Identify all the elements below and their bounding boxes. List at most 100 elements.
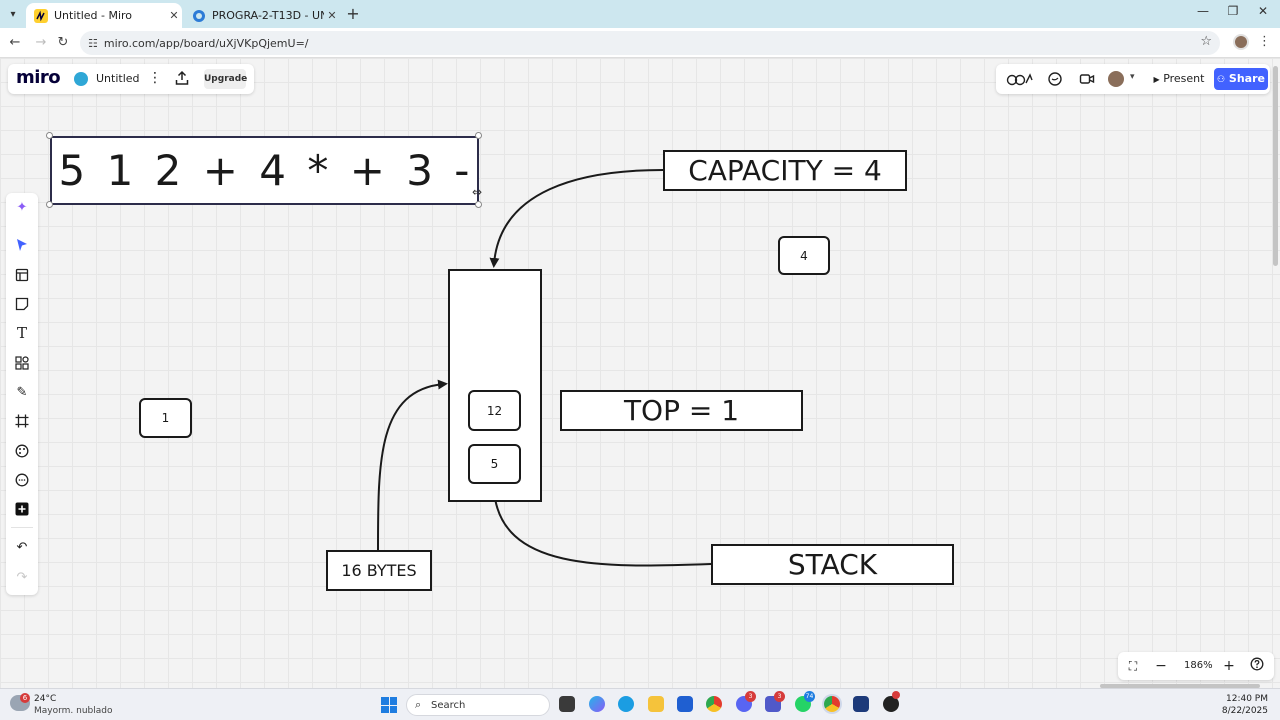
close-tab-icon[interactable]: ✕: [169, 9, 179, 22]
share-label: Share: [1228, 72, 1265, 85]
tab-title: PROGRA-2-T13D - UNIDAD 1: S: [212, 9, 324, 22]
zoom-controls: ⛶ − 186% +: [1118, 652, 1274, 680]
share-button[interactable]: ⚇ Share: [1214, 68, 1268, 90]
value-card-1[interactable]: 1: [139, 398, 192, 438]
zoom-level[interactable]: 186%: [1184, 660, 1213, 671]
top-text: TOP = 1: [623, 394, 740, 427]
text-tool-icon[interactable]: T: [16, 324, 27, 342]
browser-tab-bar: ▾ Untitled - Miro ✕ PROGRA-2-T13D - UNID…: [0, 0, 1280, 28]
miro-logo[interactable]: miro: [16, 67, 61, 88]
stack-label-shape[interactable]: STACK: [711, 544, 954, 585]
chat-bubble-icon[interactable]: [1046, 70, 1064, 88]
weather-temperature[interactable]: 24°C: [34, 694, 57, 704]
tab-progra[interactable]: PROGRA-2-T13D - UNIDAD 1: S ✕: [184, 3, 340, 28]
task-view-icon[interactable]: [559, 696, 575, 712]
app-notification-dot: [892, 691, 900, 699]
file-explorer-icon[interactable]: [648, 696, 664, 712]
search-icon: ⌕: [415, 698, 422, 711]
capacity-text: CAPACITY = 4: [688, 154, 882, 187]
forward-arrow-icon[interactable]: →: [35, 35, 47, 50]
upgrade-button[interactable]: Upgrade: [204, 69, 247, 89]
chevron-down-icon[interactable]: ▾: [1130, 72, 1135, 82]
tab-title: Untitled - Miro: [54, 9, 133, 22]
chrome-active-icon[interactable]: [824, 696, 840, 712]
bookmark-star-icon[interactable]: ☆: [1200, 34, 1212, 49]
windows-start-icon[interactable]: [381, 697, 397, 713]
more-apps-plus-icon[interactable]: [12, 499, 32, 519]
browser-menu-icon[interactable]: ⋮: [1258, 34, 1271, 49]
taskbar-search-box[interactable]: ⌕ Search: [406, 694, 550, 716]
address-bar[interactable]: ☷ miro.com/app/board/uXjVKpQjemU=/ ☆: [80, 31, 1220, 55]
export-upload-icon[interactable]: [174, 70, 190, 86]
close-window-icon[interactable]: ✕: [1257, 4, 1269, 18]
clock-time: 12:40 PM: [1226, 694, 1268, 704]
minimize-icon[interactable]: —: [1197, 4, 1209, 18]
zoom-out-icon[interactable]: −: [1155, 658, 1167, 674]
tab-miro[interactable]: Untitled - Miro ✕: [26, 3, 182, 28]
resize-handle-top-right[interactable]: [475, 132, 482, 139]
palette-icon[interactable]: [12, 441, 32, 461]
shapes-icon[interactable]: [12, 353, 32, 373]
horizontal-scrollbar[interactable]: [1100, 684, 1260, 688]
user-avatar[interactable]: [1108, 71, 1124, 87]
reactions-icon[interactable]: [1006, 70, 1034, 88]
redo-icon[interactable]: ↷: [16, 569, 28, 585]
value-text: 1: [161, 411, 170, 425]
globe-icon[interactable]: [74, 72, 88, 86]
templates-icon[interactable]: [12, 265, 32, 285]
present-button[interactable]: ▶ Present: [1150, 68, 1208, 90]
resize-handle-top-left[interactable]: [46, 132, 53, 139]
miro-collab-header: ▾ ▶ Present ⚇ Share: [996, 64, 1270, 94]
comment-icon[interactable]: [12, 470, 32, 490]
reload-icon[interactable]: ↻: [57, 35, 69, 50]
copilot-icon[interactable]: [589, 696, 605, 712]
code-editor-icon[interactable]: [853, 696, 869, 712]
capacity-shape[interactable]: CAPACITY = 4: [663, 150, 907, 191]
miro-favicon-icon: [34, 8, 48, 23]
stack-item-12[interactable]: 12: [468, 390, 521, 431]
new-tab-plus-icon[interactable]: +: [346, 4, 360, 23]
whatsapp-badge: 74: [804, 691, 815, 702]
tab-list-chevron-icon[interactable]: ▾: [10, 8, 16, 20]
fit-to-screen-icon[interactable]: ⛶: [1128, 659, 1138, 673]
chrome-icon[interactable]: [706, 696, 722, 712]
board-name[interactable]: Untitled: [96, 72, 140, 85]
store-icon[interactable]: [677, 696, 693, 712]
expression-shape[interactable]: 5 1 2 + 4 * + 3 -: [50, 136, 479, 205]
miro-board-header: miro Untitled ⋮ Upgrade: [8, 64, 254, 94]
board-menu-icon[interactable]: ⋮: [148, 70, 162, 86]
bytes-text: 16 BYTES: [341, 561, 417, 580]
undo-icon[interactable]: ↶: [16, 539, 28, 555]
stack-item-5[interactable]: 5: [468, 444, 521, 484]
resize-handle-bottom-left[interactable]: [46, 201, 53, 208]
close-tab-icon[interactable]: ✕: [327, 9, 337, 22]
sticky-note-icon[interactable]: [12, 294, 32, 314]
value-card-4[interactable]: 4: [778, 236, 830, 275]
app-icon[interactable]: [883, 696, 899, 712]
browser-profile-avatar[interactable]: [1233, 34, 1249, 50]
stack-label-text: STACK: [787, 548, 878, 581]
select-cursor-icon[interactable]: [12, 235, 32, 255]
share-people-icon: ⚇: [1217, 75, 1226, 85]
edge-icon[interactable]: [618, 696, 634, 712]
pen-icon[interactable]: ✎: [16, 384, 28, 400]
resize-handle-bottom-right[interactable]: [475, 201, 482, 208]
back-arrow-icon[interactable]: ←: [9, 35, 21, 50]
restore-icon[interactable]: ❐: [1227, 4, 1239, 18]
top-shape[interactable]: TOP = 1: [560, 390, 803, 431]
video-camera-icon[interactable]: [1078, 70, 1096, 88]
vertical-scrollbar[interactable]: [1273, 66, 1278, 266]
ai-sparkle-icon[interactable]: ✦: [16, 199, 28, 215]
weather-badge: 6: [20, 693, 30, 703]
site-info-icon[interactable]: ☷: [88, 36, 98, 50]
stack-item-text: 12: [486, 403, 503, 418]
frame-icon[interactable]: [12, 411, 32, 431]
weather-description[interactable]: Mayorm. nublado: [34, 706, 113, 716]
bytes-shape[interactable]: 16 BYTES: [326, 550, 432, 591]
help-icon[interactable]: [1248, 657, 1266, 675]
teams-badge: 3: [774, 691, 785, 702]
creation-toolbar: ✦ T ✎ ↶ ↷: [6, 193, 38, 595]
value-text: 4: [800, 248, 808, 263]
taskbar-clock[interactable]: 12:40 PM 8/22/2025: [1222, 693, 1268, 717]
zoom-in-icon[interactable]: +: [1223, 658, 1235, 674]
